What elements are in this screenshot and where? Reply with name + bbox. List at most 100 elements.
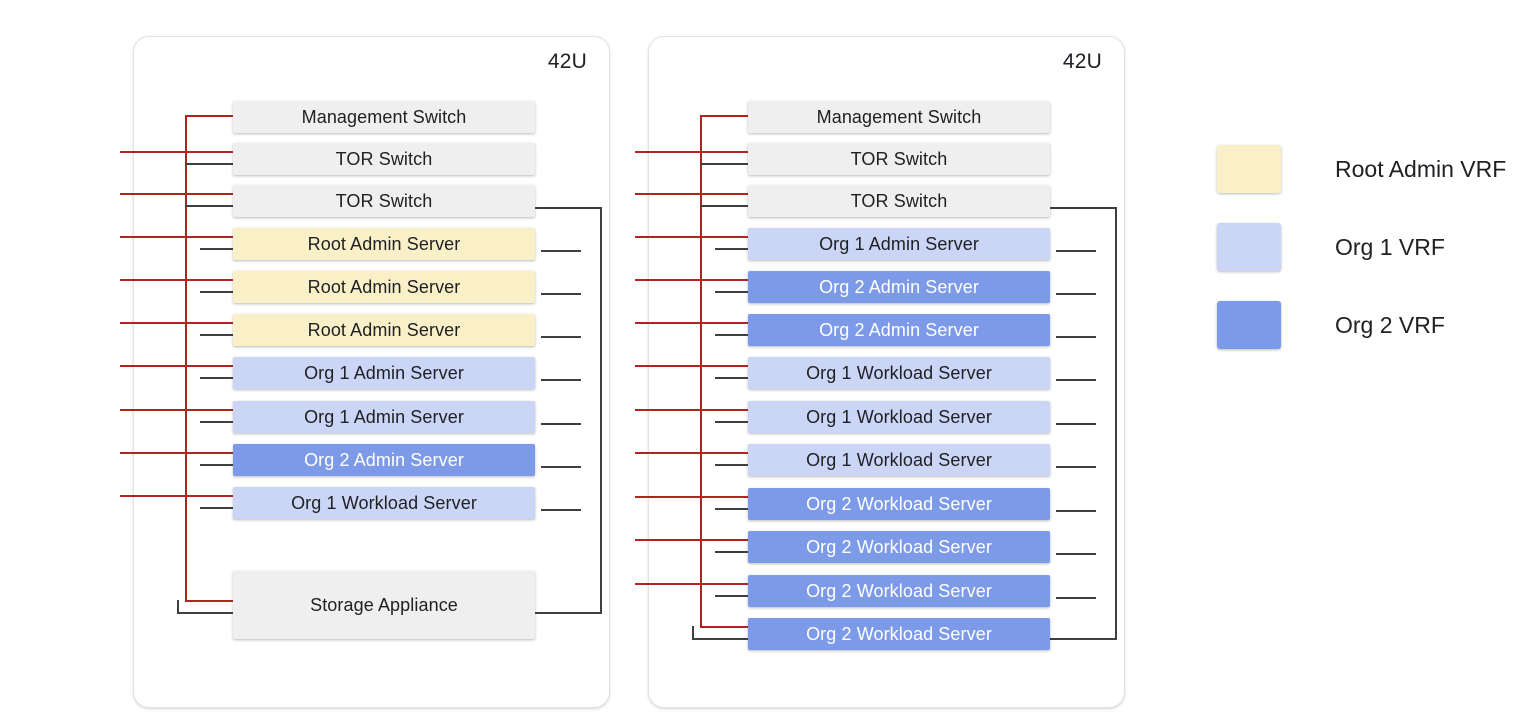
network-wire-segment [692,626,694,640]
network-wire-segment [1056,293,1096,295]
network-wire-segment [715,595,748,597]
network-wire-segment [535,612,602,614]
network-wire-segment [1115,207,1117,640]
network-wire-segment [200,464,233,466]
network-wire-segment [715,248,748,250]
network-wire-segment [715,421,748,423]
rack-2-unit-2[interactable]: TOR Switch [748,185,1050,217]
network-wire-segment [185,163,233,165]
power-wire-segment [635,151,748,153]
network-wire-segment [200,248,233,250]
network-wire-segment [1056,553,1096,555]
power-wire-segment [185,115,187,602]
network-wire-segment [541,336,581,338]
rack-1-unit-5[interactable]: Root Admin Server [233,314,535,346]
network-wire-segment [1056,466,1096,468]
network-wire-segment [600,207,602,614]
legend-swatch-org1-vrf [1217,223,1281,271]
rack-1-unit-9[interactable]: Org 1 Workload Server [233,487,535,519]
power-wire-segment [635,583,748,585]
rack-1-unit-1[interactable]: TOR Switch [233,143,535,175]
network-wire-segment [200,291,233,293]
network-wire-segment [700,205,748,207]
network-wire-segment [1056,379,1096,381]
legend-label-org2-vrf: Org 2 VRF [1335,312,1445,338]
network-wire-segment [1056,510,1096,512]
network-wire-segment [535,207,602,209]
network-wire-segment [541,509,581,511]
rack-2-unit-4[interactable]: Org 2 Admin Server [748,271,1050,303]
network-wire-segment [177,600,179,614]
legend-label-root-admin-vrf: Root Admin VRF [1335,156,1507,182]
network-wire-segment [541,466,581,468]
rack-2-unit-10[interactable]: Org 2 Workload Server [748,531,1050,563]
legend-item-org2-vrf[interactable]: Org 2 VRF [1217,301,1445,349]
network-wire-segment [1050,207,1117,209]
rack-2-unit-0[interactable]: Management Switch [748,101,1050,133]
rack-1-unit-2[interactable]: TOR Switch [233,185,535,217]
rack-2-unit-3[interactable]: Org 1 Admin Server [748,228,1050,260]
power-wire-segment [120,452,233,454]
network-wire-segment [200,334,233,336]
power-wire-segment [635,365,748,367]
legend-item-org1-vrf[interactable]: Org 1 VRF [1217,223,1445,271]
network-wire-segment [1056,336,1096,338]
rack-1-unit-7[interactable]: Org 1 Admin Server [233,401,535,433]
rack-1-unit-8[interactable]: Org 2 Admin Server [233,444,535,476]
rack-1-unit-3[interactable]: Root Admin Server [233,228,535,260]
power-wire-segment [700,626,748,628]
power-wire-segment [700,115,702,628]
legend-item-root-admin-vrf[interactable]: Root Admin VRF [1217,145,1506,193]
rack-1-unit-10[interactable]: Storage Appliance [233,571,535,639]
power-wire-segment [635,539,748,541]
network-wire-segment [1050,638,1117,640]
rack-2-capacity-label: 42U [1062,50,1102,73]
network-wire-segment [185,205,233,207]
network-wire-segment [200,507,233,509]
power-wire-segment [120,409,233,411]
network-wire-segment [692,638,748,640]
rack-1-capacity-label: 42U [547,50,587,73]
network-wire-segment [715,334,748,336]
network-wire-segment [541,379,581,381]
network-wire-segment [200,377,233,379]
network-wire-segment [200,421,233,423]
power-wire-segment [120,365,233,367]
network-wire-segment [1056,250,1096,252]
rack-2-unit-1[interactable]: TOR Switch [748,143,1050,175]
network-wire-segment [715,508,748,510]
rack-2-unit-6[interactable]: Org 1 Workload Server [748,357,1050,389]
power-wire-segment [635,452,748,454]
rack-1-unit-0[interactable]: Management Switch [233,101,535,133]
rack-1-unit-6[interactable]: Org 1 Admin Server [233,357,535,389]
network-wire-segment [177,612,233,614]
legend-swatch-root-admin-vrf [1217,145,1281,193]
rack-2-unit-11[interactable]: Org 2 Workload Server [748,575,1050,607]
power-wire-segment [700,115,748,117]
power-wire-segment [635,193,748,195]
rack-2-unit-8[interactable]: Org 1 Workload Server [748,444,1050,476]
rack-2-unit-5[interactable]: Org 2 Admin Server [748,314,1050,346]
network-wire-segment [700,163,748,165]
power-wire-segment [120,322,233,324]
rack-2-unit-7[interactable]: Org 1 Workload Server [748,401,1050,433]
legend: Root Admin VRF Org 1 VRF Org 2 VRF [1217,145,1517,365]
network-wire-segment [1056,423,1096,425]
power-wire-segment [185,600,233,602]
network-wire-segment [541,423,581,425]
legend-label-org1-vrf: Org 1 VRF [1335,234,1445,260]
network-wire-segment [715,551,748,553]
legend-swatch-org2-vrf [1217,301,1281,349]
network-wire-segment [715,377,748,379]
network-wire-segment [1056,597,1096,599]
network-wire-segment [715,291,748,293]
rack-2-unit-9[interactable]: Org 2 Workload Server [748,488,1050,520]
rack-1-unit-4[interactable]: Root Admin Server [233,271,535,303]
power-wire-segment [635,236,748,238]
rack-2-unit-12[interactable]: Org 2 Workload Server [748,618,1050,650]
power-wire-segment [120,236,233,238]
power-wire-segment [120,193,233,195]
